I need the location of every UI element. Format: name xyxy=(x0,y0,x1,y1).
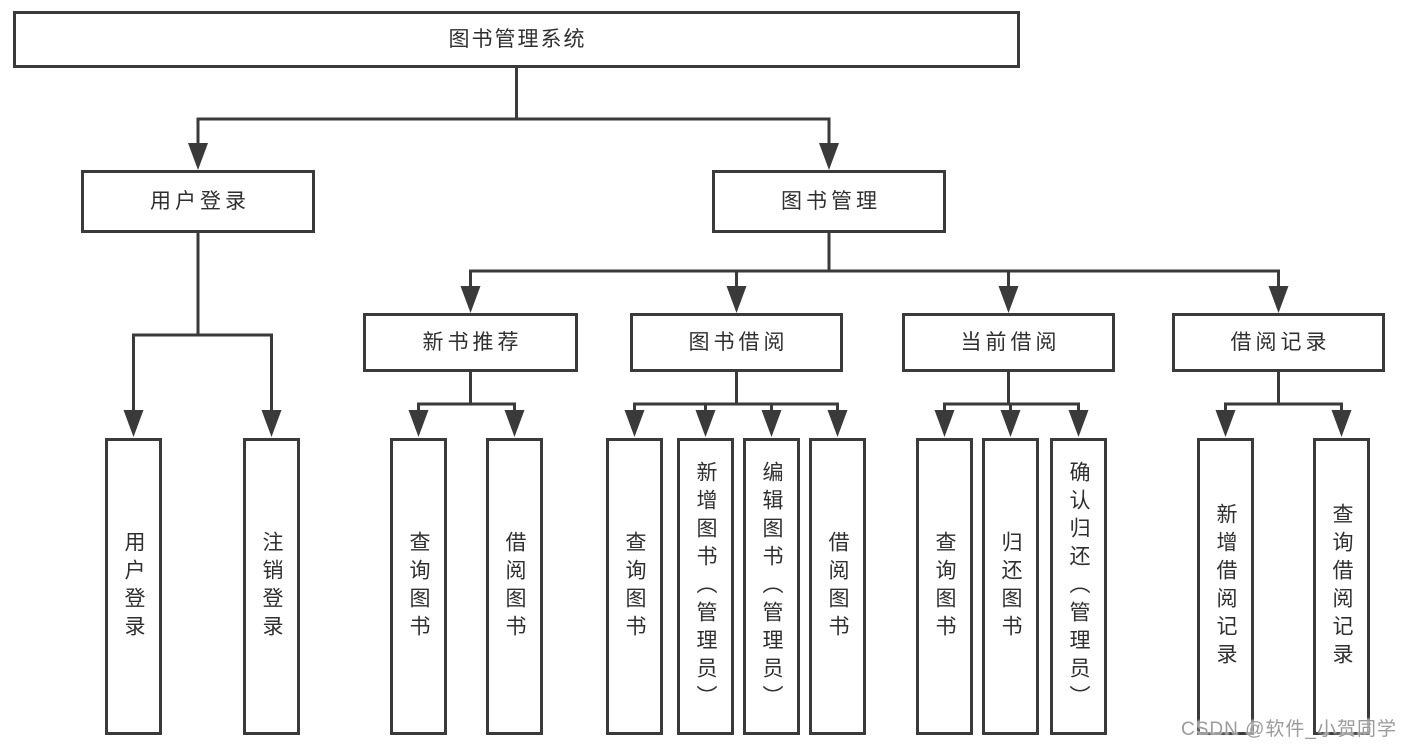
leaf-logout-login: 注销登录 xyxy=(243,438,300,735)
leaf-query-books-current-label: 查询图书 xyxy=(933,530,956,643)
node-new-book-recommend: 新书推荐 xyxy=(363,313,578,372)
leaf-user-login: 用户登录 xyxy=(105,438,162,735)
node-user-login-label: 用户登录 xyxy=(150,190,250,213)
node-borrow-records-label: 借阅记录 xyxy=(1230,331,1331,354)
node-borrow-records: 借阅记录 xyxy=(1172,313,1385,372)
connector-current-to-leaves xyxy=(943,368,1080,418)
leaf-add-borrow-record: 新增借阅记录 xyxy=(1197,438,1254,735)
leaf-query-borrow-record: 查询借阅记录 xyxy=(1313,438,1370,735)
connector-userlogin-to-leaves xyxy=(132,229,273,430)
leaf-edit-book-admin: 编辑图书（管理员） xyxy=(743,438,800,735)
leaf-add-book-admin: 新增图书（管理员） xyxy=(677,438,734,735)
leaf-edit-book-admin-label: 编辑图书（管理员） xyxy=(760,460,783,713)
leaf-borrow-books-recommend: 借阅图书 xyxy=(486,438,543,735)
leaf-borrow-books-borrow: 借阅图书 xyxy=(809,438,866,735)
node-root-system: 图书管理系统 xyxy=(13,11,1020,68)
node-current-borrow: 当前借阅 xyxy=(902,313,1115,372)
node-new-book-recommend-label: 新书推荐 xyxy=(422,331,523,354)
leaf-query-books-current: 查询图书 xyxy=(916,438,973,735)
leaf-query-books-recommend: 查询图书 xyxy=(390,438,447,735)
node-book-management: 图书管理 xyxy=(712,170,946,233)
leaf-borrow-books-borrow-label: 借阅图书 xyxy=(826,530,849,643)
node-book-borrow-label: 图书借阅 xyxy=(688,331,789,354)
node-root-system-label: 图书管理系统 xyxy=(448,28,587,51)
leaf-user-login-label: 用户登录 xyxy=(122,530,145,643)
node-book-borrow: 图书借阅 xyxy=(630,313,843,372)
leaf-logout-login-label: 注销登录 xyxy=(260,530,283,643)
leaf-query-books-borrow-label: 查询图书 xyxy=(623,530,646,643)
node-user-login: 用户登录 xyxy=(81,170,315,233)
leaf-query-books-recommend-label: 查询图书 xyxy=(407,530,430,643)
leaf-query-borrow-record-label: 查询借阅记录 xyxy=(1330,502,1353,671)
connector-recommend-to-leaves xyxy=(417,368,516,418)
leaf-confirm-return-admin-label: 确认归还（管理员） xyxy=(1067,460,1090,713)
node-current-borrow-label: 当前借阅 xyxy=(960,331,1061,354)
connector-root-to-level2 xyxy=(196,64,831,147)
leaf-return-book: 归还图书 xyxy=(982,438,1039,735)
connector-records-to-leaves xyxy=(1224,368,1343,418)
leaf-return-book-label: 归还图书 xyxy=(999,530,1022,643)
leaf-confirm-return-admin: 确认归还（管理员） xyxy=(1050,438,1107,735)
leaf-borrow-books-recommend-label: 借阅图书 xyxy=(503,530,526,643)
connector-borrow-to-leaves xyxy=(633,368,839,418)
csdn-watermark: CSDN @软件_小贺同学 xyxy=(1181,719,1397,740)
leaf-add-borrow-record-label: 新增借阅记录 xyxy=(1214,502,1237,671)
node-book-management-label: 图书管理 xyxy=(781,190,881,213)
leaf-add-book-admin-label: 新增图书（管理员） xyxy=(694,460,717,713)
connector-bookmgmt-to-level3 xyxy=(469,229,1280,291)
leaf-query-books-borrow: 查询图书 xyxy=(606,438,663,735)
